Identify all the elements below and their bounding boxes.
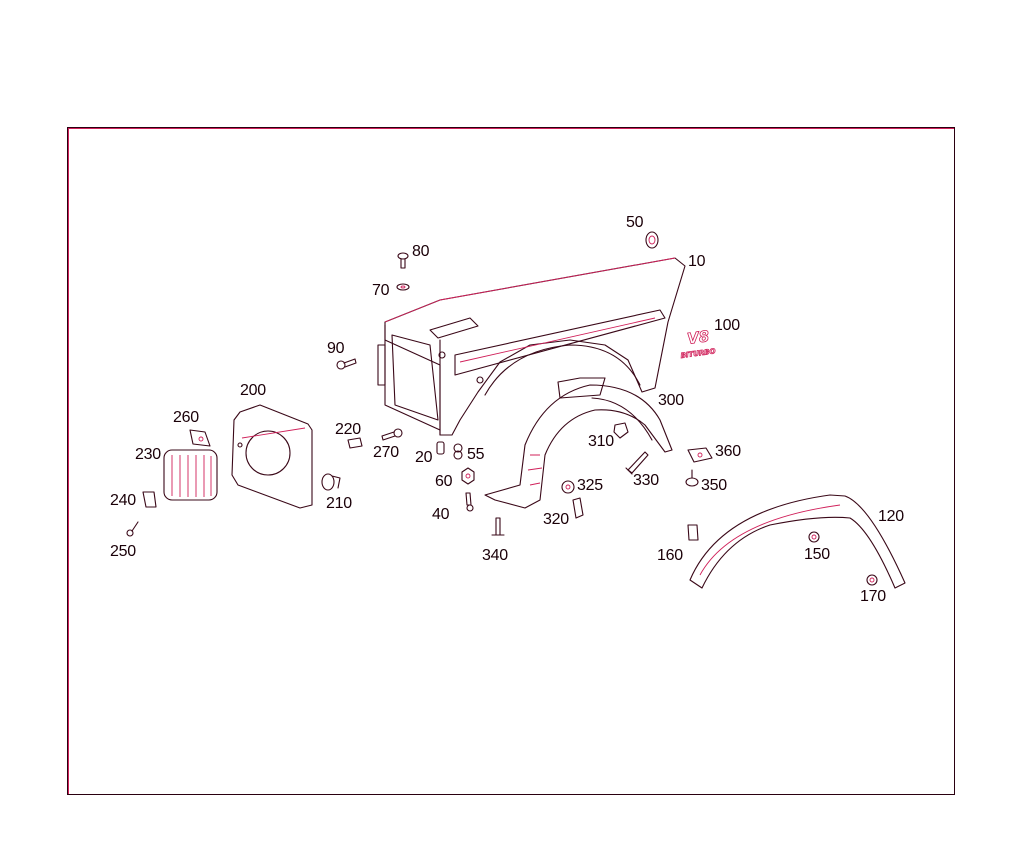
callout-70[interactable]: 70 bbox=[372, 282, 390, 299]
callout-20[interactable]: 20 bbox=[415, 449, 433, 466]
callout-350[interactable]: 350 bbox=[701, 477, 727, 494]
callout-230[interactable]: 230 bbox=[135, 446, 161, 463]
callout-55[interactable]: 55 bbox=[467, 446, 485, 463]
pin-part-340[interactable] bbox=[491, 517, 505, 536]
screw-part-80[interactable] bbox=[397, 252, 409, 269]
callout-320[interactable]: 320 bbox=[543, 511, 569, 528]
washer-part-55[interactable] bbox=[453, 443, 463, 460]
callout-120[interactable]: 120 bbox=[878, 508, 904, 525]
callout-80[interactable]: 80 bbox=[412, 243, 430, 260]
callout-90[interactable]: 90 bbox=[327, 340, 345, 357]
headlamp-housing-part-200[interactable] bbox=[231, 404, 313, 509]
clip-part-220[interactable] bbox=[347, 437, 363, 449]
callout-10[interactable]: 10 bbox=[688, 253, 706, 270]
clip-part-160[interactable] bbox=[687, 524, 699, 541]
callout-100[interactable]: 100 bbox=[714, 317, 740, 334]
callout-270[interactable]: 270 bbox=[373, 444, 399, 461]
washer-part-70[interactable] bbox=[396, 283, 410, 291]
bracket-part-260[interactable] bbox=[189, 429, 211, 447]
callout-240[interactable]: 240 bbox=[110, 492, 136, 509]
callout-220[interactable]: 220 bbox=[335, 421, 361, 438]
svg-text:V8: V8 bbox=[686, 327, 710, 348]
badge-part-100[interactable]: V8 BITURBO bbox=[680, 327, 717, 361]
callout-170[interactable]: 170 bbox=[860, 588, 886, 605]
callout-360[interactable]: 360 bbox=[715, 443, 741, 460]
screw-part-90[interactable] bbox=[336, 358, 357, 370]
clip-part-240[interactable] bbox=[142, 491, 157, 508]
screw-part-350[interactable] bbox=[685, 469, 699, 487]
screw-part-270[interactable] bbox=[381, 428, 403, 441]
clip-part-310[interactable] bbox=[613, 422, 629, 439]
svg-text:BITURBO: BITURBO bbox=[680, 347, 716, 360]
bolt-part-40[interactable] bbox=[465, 492, 474, 512]
callout-340[interactable]: 340 bbox=[482, 547, 508, 564]
screw-part-250[interactable] bbox=[126, 521, 139, 537]
callout-210[interactable]: 210 bbox=[326, 495, 352, 512]
callout-310[interactable]: 310 bbox=[588, 433, 614, 450]
washer-part-325[interactable] bbox=[561, 480, 575, 494]
grille-part-230[interactable] bbox=[163, 449, 218, 501]
callout-300[interactable]: 300 bbox=[658, 392, 684, 409]
nut-part-360[interactable] bbox=[687, 447, 713, 463]
bolt-part-320[interactable] bbox=[572, 497, 584, 519]
callout-250[interactable]: 250 bbox=[110, 543, 136, 560]
clip-part-210[interactable] bbox=[321, 473, 341, 491]
callout-50[interactable]: 50 bbox=[626, 214, 644, 231]
grommet-part-50[interactable] bbox=[645, 231, 659, 249]
nut-part-60[interactable] bbox=[461, 467, 475, 485]
callout-260[interactable]: 260 bbox=[173, 409, 199, 426]
wheel-arch-flare-part-120[interactable] bbox=[689, 494, 906, 589]
callout-60[interactable]: 60 bbox=[435, 473, 453, 490]
callout-160[interactable]: 160 bbox=[657, 547, 683, 564]
nut-part-150[interactable] bbox=[808, 531, 820, 543]
callout-325[interactable]: 325 bbox=[577, 477, 603, 494]
fender-part-10[interactable] bbox=[377, 257, 686, 436]
diagram-frame bbox=[67, 127, 955, 795]
callout-150[interactable]: 150 bbox=[804, 546, 830, 563]
callout-200[interactable]: 200 bbox=[240, 382, 266, 399]
nut-part-170[interactable] bbox=[866, 574, 878, 586]
rivet-nut-part-20[interactable] bbox=[436, 441, 445, 455]
callout-40[interactable]: 40 bbox=[432, 506, 450, 523]
callout-330[interactable]: 330 bbox=[633, 472, 659, 489]
wheel-arch-liner-part-300[interactable] bbox=[484, 377, 673, 509]
rivet-part-330[interactable] bbox=[625, 451, 649, 475]
